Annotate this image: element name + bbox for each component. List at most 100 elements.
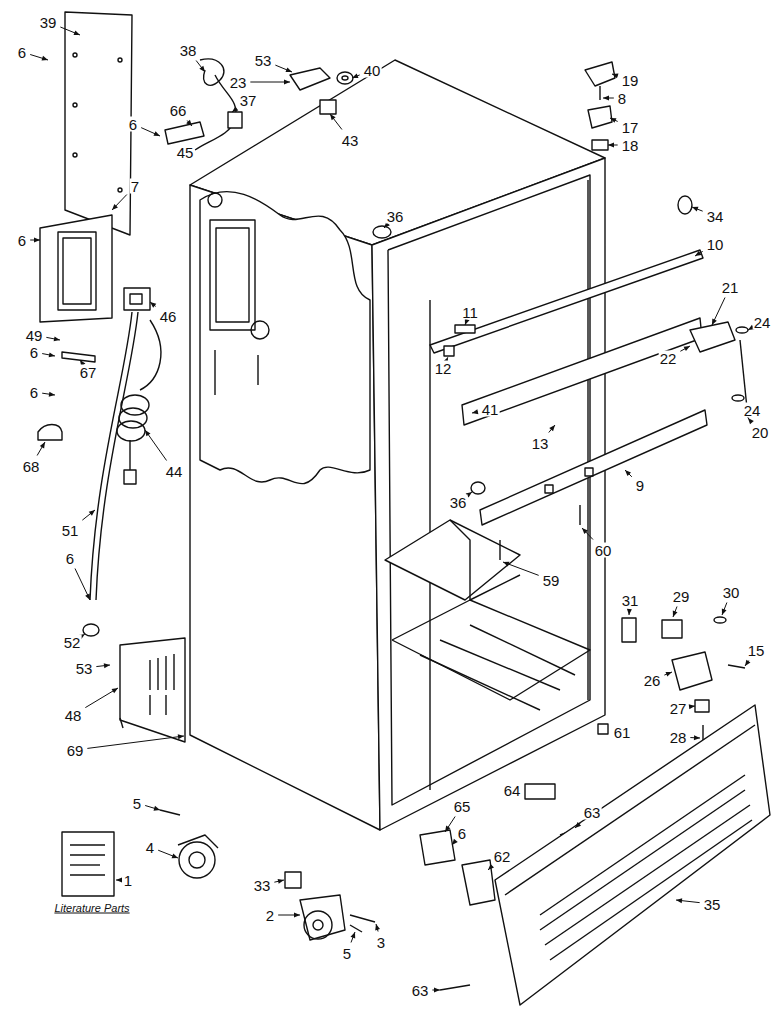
leader-arrowhead	[49, 352, 55, 357]
leader-line	[445, 817, 455, 833]
leader-arrowhead	[351, 932, 356, 938]
callout-number: 19	[621, 73, 640, 88]
leader-arrowhead	[472, 409, 478, 414]
leader-arrowhead	[42, 56, 48, 61]
callout-number: 40	[363, 63, 382, 78]
leader-arrowhead	[673, 611, 678, 617]
leader-arrowhead	[104, 663, 110, 668]
callout-number: 65	[453, 799, 472, 814]
leader-line	[85, 688, 118, 708]
callout-number: 21	[721, 280, 740, 295]
leader-arrowhead	[89, 510, 95, 516]
callout-number: 37	[239, 93, 258, 108]
callout-number: 8	[617, 91, 627, 106]
leader-arrowhead	[745, 660, 750, 666]
callout-number: 39	[39, 15, 58, 30]
callout-number: 31	[621, 593, 640, 608]
callout-number: 9	[635, 478, 645, 493]
leader-line	[145, 805, 160, 810]
leader-arrowhead	[178, 734, 184, 739]
callout-number: 12	[434, 361, 453, 376]
leader-arrowhead	[154, 806, 160, 811]
leader-arrowhead	[145, 430, 151, 436]
leader-arrowhead	[603, 96, 609, 101]
callout-number: 68	[22, 459, 41, 474]
leader-arrowhead	[34, 238, 40, 243]
callout-number: 6	[29, 385, 39, 400]
leader-arrowhead	[154, 131, 160, 136]
leader-arrowhead	[434, 988, 440, 993]
leader-arrowhead	[284, 80, 290, 85]
callout-number: 23	[229, 75, 248, 90]
leader-arrowhead	[676, 898, 682, 903]
callout-number: 3	[376, 935, 386, 950]
leader-arrowhead	[748, 418, 754, 424]
leader-arrowhead	[608, 143, 614, 148]
leader-arrowhead	[375, 924, 380, 930]
leader-arrowhead	[278, 879, 284, 884]
callout-number: 6	[457, 826, 467, 841]
leader-arrowhead	[112, 688, 118, 693]
callout-number: 62	[493, 849, 512, 864]
leader-arrowhead	[199, 66, 205, 72]
leader-line	[712, 298, 725, 326]
callout-number: 46	[159, 309, 178, 324]
callout-number: 27	[669, 701, 688, 716]
leader-arrowhead	[172, 853, 178, 858]
leader-arrowhead	[627, 609, 632, 615]
callout-number: 33	[253, 878, 272, 893]
callout-number: 18	[621, 138, 640, 153]
leader-line	[275, 65, 292, 72]
leader-line	[145, 430, 167, 461]
literature-caption: Literature Parts	[53, 903, 130, 914]
callout-number: 24	[753, 315, 772, 330]
leader-arrowhead	[549, 425, 555, 431]
leader-line	[625, 470, 632, 477]
leader-arrowhead	[40, 442, 45, 448]
callout-number: 63	[583, 805, 602, 820]
callout-number: 24	[743, 403, 762, 418]
leader-arrowhead	[294, 913, 300, 918]
callout-number: 5	[132, 796, 142, 811]
leader-line	[141, 128, 160, 136]
leader-arrowhead	[684, 346, 690, 351]
leader-line	[87, 736, 184, 748]
leader-line	[351, 932, 355, 943]
leader-arrowhead	[666, 672, 672, 677]
leader-line	[582, 528, 593, 540]
callout-number: 59	[542, 573, 561, 588]
callout-number: 36	[449, 495, 468, 510]
callout-number: 13	[531, 436, 550, 451]
leader-arrowhead	[722, 609, 727, 615]
leader-arrowhead	[612, 74, 618, 79]
leader-arrowhead	[575, 822, 581, 828]
callout-number: 35	[703, 897, 722, 912]
callout-number: 11	[461, 305, 479, 320]
leader-arrowhead	[503, 562, 509, 567]
leader-arrowhead	[625, 470, 631, 476]
callout-number: 2	[265, 908, 275, 923]
callout-number: 1	[123, 873, 133, 888]
leader-arrowhead	[49, 392, 55, 397]
callout-number: 10	[706, 237, 725, 252]
callout-number: 29	[672, 589, 691, 604]
callout-number: 6	[17, 45, 27, 60]
callout-number: 17	[621, 120, 640, 135]
leader-line	[158, 850, 178, 858]
leader-line	[722, 603, 727, 616]
callout-number: 28	[669, 730, 688, 745]
callout-number: 63	[411, 983, 430, 998]
leader-line	[549, 425, 555, 433]
leader-arrowhead	[610, 118, 616, 123]
leader-arrowhead	[74, 30, 80, 35]
callout-number: 45	[176, 145, 195, 160]
leader-arrowhead	[330, 114, 336, 120]
leader-arrowhead	[692, 207, 698, 212]
callout-number: 36	[386, 209, 405, 224]
callout-number: 44	[165, 464, 184, 479]
leader-line	[37, 442, 45, 456]
leader-line	[30, 55, 48, 60]
callout-number: 64	[503, 783, 522, 798]
